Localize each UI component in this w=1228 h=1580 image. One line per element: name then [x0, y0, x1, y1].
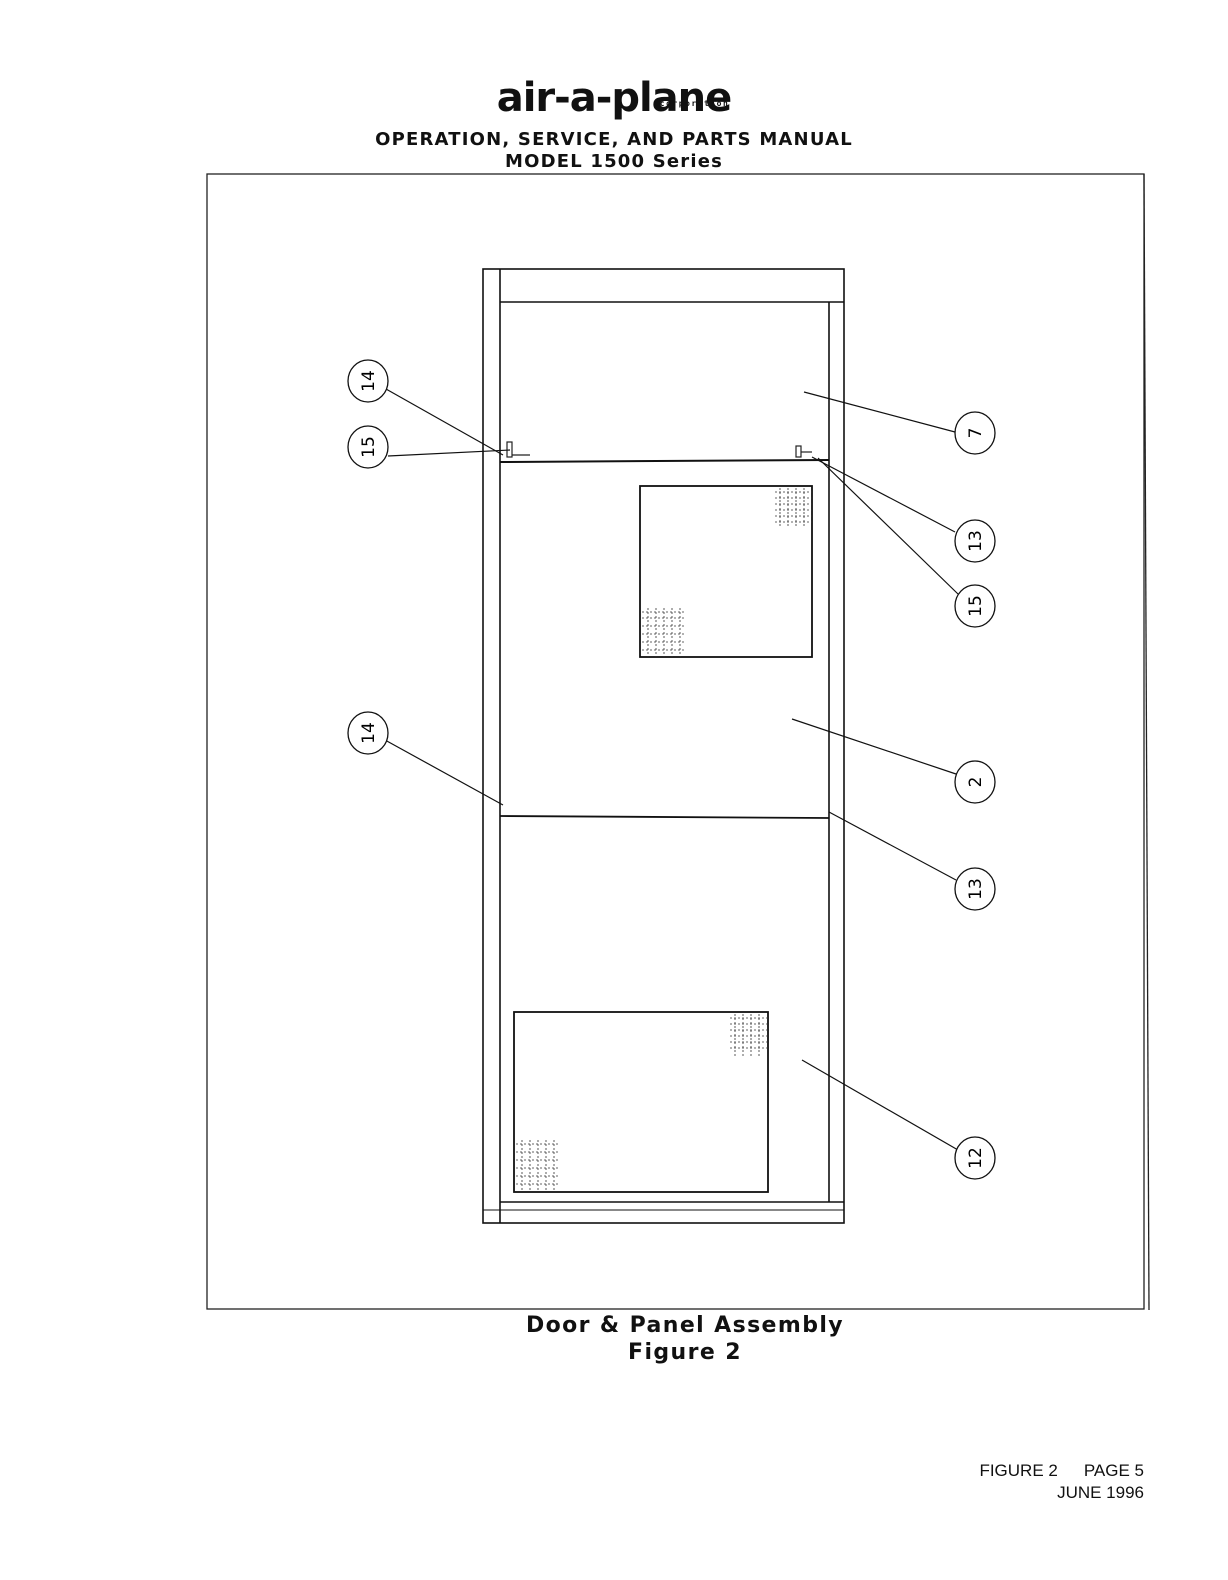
figure-frame [207, 174, 1144, 1309]
callout-label: 15 [359, 436, 379, 458]
footer-line-1: FIGURE 2 PAGE 5 [979, 1460, 1144, 1482]
callout-13-mid: 13 [955, 868, 995, 910]
callout-12: 12 [955, 1137, 995, 1179]
hinge-hardware [507, 442, 812, 457]
callout-label: 13 [966, 878, 986, 900]
callout-label: 2 [966, 777, 986, 788]
callout-7: 7 [955, 412, 995, 454]
leader-lines [385, 389, 958, 1150]
cabinet-frame [483, 269, 844, 1223]
callout-label: 13 [966, 530, 986, 552]
upper-filter-panel [640, 486, 812, 657]
callout-label: 7 [966, 428, 986, 439]
callout-15-top: 15 [348, 426, 388, 468]
lower-filter-panel [514, 1012, 768, 1192]
callout-14-top: 14 [348, 360, 388, 402]
callout-label: 15 [966, 595, 986, 617]
callout-2: 2 [955, 761, 995, 803]
callout-label: 14 [359, 370, 379, 392]
footer-date: JUNE 1996 [979, 1482, 1144, 1504]
callout-label: 14 [359, 722, 379, 744]
footer-page: PAGE 5 [1084, 1461, 1144, 1480]
callout-13-top: 13 [955, 520, 995, 562]
figure-caption-number: Figure 2 [0, 1340, 1228, 1365]
footer-figure: FIGURE 2 [979, 1461, 1057, 1480]
figure-caption-title: Door & Panel Assembly [0, 1313, 1228, 1338]
callout-14-mid: 14 [348, 712, 388, 754]
callout-15-right: 15 [955, 585, 995, 627]
page-footer: FIGURE 2 PAGE 5 JUNE 1996 [979, 1460, 1144, 1504]
callout-label: 12 [966, 1147, 986, 1169]
